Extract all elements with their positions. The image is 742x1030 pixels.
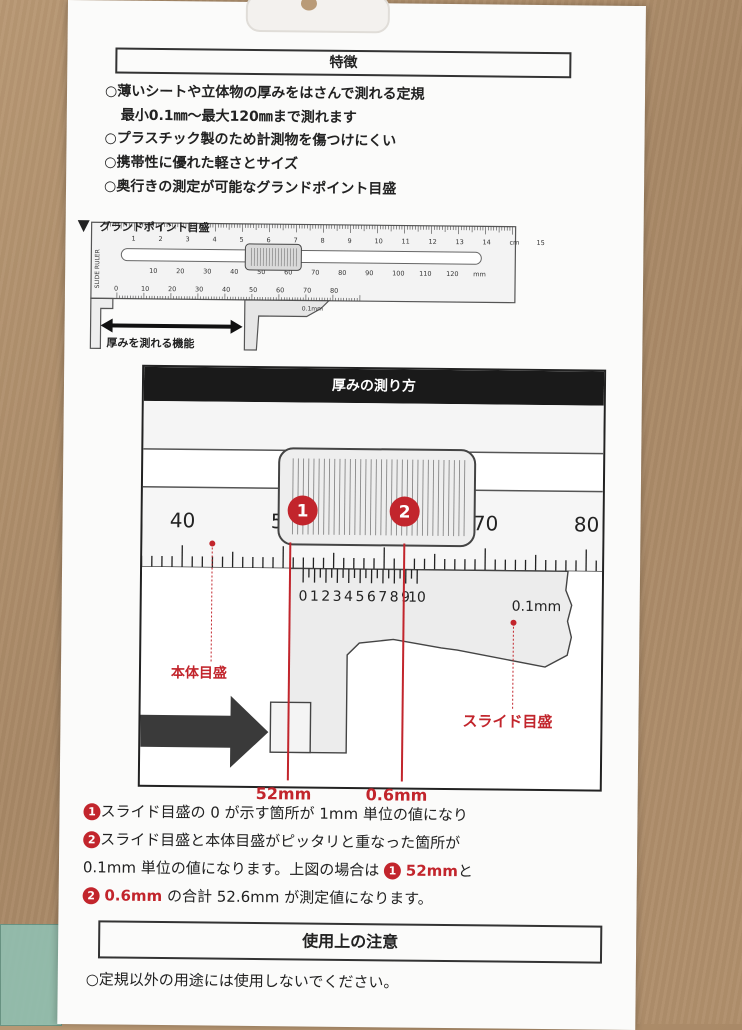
bottom-tick-label: 60 xyxy=(276,286,284,294)
feature-item-3: ○携帯性に優れた軽さとサイズ xyxy=(104,151,298,173)
thickness-function-label: 厚みを測れる機能 xyxy=(106,334,194,351)
mid-tick-label: mm xyxy=(473,270,486,278)
thickness-arrow-right xyxy=(231,320,243,334)
marker-2-number: 2 xyxy=(399,502,411,522)
vernier-label: 0 xyxy=(298,588,307,604)
top-tick-label: 7 xyxy=(293,236,297,244)
instruction-line-3: 0.1mm 単位の値になります。上図の場合は 1 52mmと xyxy=(83,856,473,881)
hang-hole xyxy=(246,0,390,33)
vernier-label: 3 xyxy=(333,589,342,605)
top-tick-label: 14 xyxy=(482,238,490,246)
features-header: 特徴 xyxy=(115,48,571,79)
vernier-label: 7 xyxy=(378,589,387,605)
top-tick-label: 8 xyxy=(320,237,324,245)
instruction-marker-2: 2 xyxy=(83,831,100,848)
top-tick-label: cm xyxy=(509,239,519,247)
diagram-title: 厚みの測り方 xyxy=(144,367,604,406)
slide-scale-label: スライド目盛 xyxy=(462,712,552,731)
main-scale-label: 70 xyxy=(473,511,499,535)
reading-frac-label: 0.6mm xyxy=(366,785,428,805)
top-tick-label: 9 xyxy=(347,237,351,245)
top-tick-label: 2 xyxy=(158,235,162,243)
top-tick-label: 1 xyxy=(131,235,135,243)
top-tick-label: 3 xyxy=(185,235,189,243)
feature-item-4: ○奥行きの測定が可能なグランドポイント目盛 xyxy=(104,175,396,198)
instruction-text-3: 0.1mm 単位の値になります。上図の場合は xyxy=(83,858,380,879)
mid-tick-label: 80 xyxy=(338,269,346,277)
push-arrow xyxy=(140,695,269,768)
bottom-tick-label: 30 xyxy=(195,285,203,293)
top-tick-label: 10 xyxy=(374,237,382,245)
bottom-tick-label: 20 xyxy=(168,285,176,293)
top-tick-label: 11 xyxy=(401,238,409,246)
grand-point-marker xyxy=(78,220,90,232)
reading-mm-label: 52mm xyxy=(256,784,312,804)
top-tick-label: 4 xyxy=(212,236,216,244)
vernier-unit-small: 0.1mm xyxy=(302,305,323,312)
main-scale-label: 40 xyxy=(170,508,196,532)
caution-item: ○定規以外の用途には使用しないでください。 xyxy=(86,968,399,992)
mid-tick-label: 100 xyxy=(392,269,405,277)
ruler-vertical-text: SLIDE RULER xyxy=(94,249,101,288)
vernier-unit-label: 0.1mm xyxy=(512,599,562,616)
instruction-value-52: 52mm xyxy=(406,862,458,881)
instruction-text-4: の合計 52.6mm が測定値になります。 xyxy=(167,887,433,908)
grand-point-label: グランドポイント目盛 xyxy=(100,218,210,235)
instruction-value-06: 0.6mm xyxy=(104,886,162,905)
instruction-line-4: 2 0.6mm の合計 52.6mm が測定値になります。 xyxy=(83,884,433,909)
main-scale-label: 本体目盛 xyxy=(171,664,227,682)
product-card: 特徴 ○薄いシートや立体物の厚みをはさんで測れる定規 最小0.1㎜～最大120㎜… xyxy=(57,0,646,1030)
instruction-text-3b: と xyxy=(458,862,473,880)
bottom-tick-label: 40 xyxy=(222,286,230,294)
top-tick-label: 5 xyxy=(239,236,243,244)
instruction-text-1: スライド目盛の 0 が示す箇所が 1mm 単位の値になり xyxy=(100,802,468,824)
bottom-tick-label: 0 xyxy=(114,284,118,292)
measured-object xyxy=(270,702,311,752)
vernier-label: 4 xyxy=(344,589,353,605)
vernier-label: 6 xyxy=(367,589,376,605)
bottom-tick-label: 10 xyxy=(141,285,149,293)
mid-tick-label: 10 xyxy=(149,267,157,275)
vernier-label: 1 xyxy=(310,589,319,605)
mid-tick-label: 110 xyxy=(419,270,432,278)
vernier-label: 2 xyxy=(321,589,330,605)
thickness-arrow-left xyxy=(101,318,113,332)
green-ruler-corner xyxy=(0,924,62,1026)
mid-tick-label: 30 xyxy=(203,267,211,275)
instruction-marker-4: 2 xyxy=(83,887,100,904)
slider-grip[interactable] xyxy=(245,244,301,271)
main-scale-label: 80 xyxy=(574,512,600,536)
caution-header: 使用上の注意 xyxy=(98,920,602,963)
bottom-tick-label: 50 xyxy=(249,286,257,294)
instruction-marker-1: 1 xyxy=(83,803,100,820)
mid-tick-label: 70 xyxy=(311,269,319,277)
top-tick-label: 13 xyxy=(455,238,463,246)
instruction-text-2: スライド目盛と本体目盛がピッタリと重なった箇所が xyxy=(100,830,460,852)
vernier-label: 10 xyxy=(408,590,426,606)
top-tick-label: 15 xyxy=(536,239,544,247)
mid-tick-label: 40 xyxy=(230,268,238,276)
mid-tick-label: 120 xyxy=(446,270,459,278)
vernier-label: 8 xyxy=(390,589,399,605)
mid-tick-label: 90 xyxy=(365,269,373,277)
mid-tick-label: 20 xyxy=(176,267,184,275)
feature-item-1: ○薄いシートや立体物の厚みをはさんで測れる定規 xyxy=(105,80,425,103)
bottom-tick-label: 80 xyxy=(330,287,338,295)
feature-item-1-detail: 最小0.1㎜～最大120㎜まで測れます xyxy=(121,105,357,127)
marker-1-number: 1 xyxy=(297,501,309,521)
thickness-arrow-line xyxy=(105,325,239,326)
instruction-marker-3: 1 xyxy=(384,862,401,879)
vernier-label: 5 xyxy=(355,589,364,605)
top-tick-label: 12 xyxy=(428,238,436,246)
feature-item-2: ○プラスチック製のため計測物を傷つけにくい xyxy=(104,127,396,150)
bottom-tick-label: 70 xyxy=(303,286,311,294)
top-tick-label: 6 xyxy=(266,236,270,244)
upper-ruler-band xyxy=(143,401,603,454)
